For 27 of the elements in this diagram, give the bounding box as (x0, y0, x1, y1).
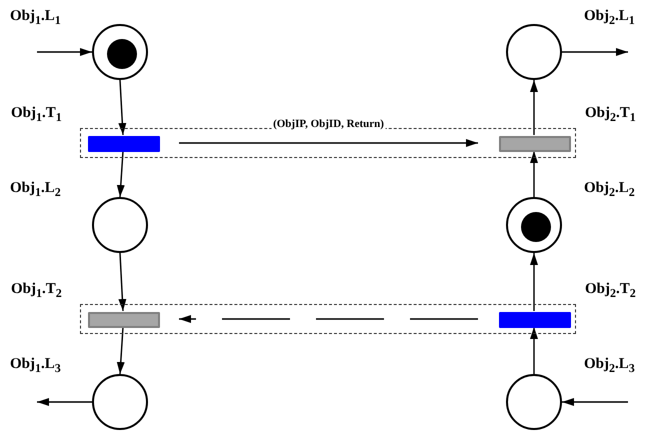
arrow (530, 80, 538, 135)
node-label: Obj$_{1}$.L$_{1}$ (10, 8, 61, 25)
node-label: Obj$_{2}$.L$_{2}$ (584, 180, 635, 197)
node-label: Obj$_{2}$.T$_{2}$ (585, 281, 636, 298)
arrow (37, 48, 92, 56)
arrow (118, 80, 126, 136)
arrow (562, 48, 628, 56)
token-dot (107, 39, 137, 69)
node-label: Obj$_{1}$.T$_{2}$ (11, 281, 62, 298)
arrow (116, 326, 125, 374)
arrow (116, 150, 125, 198)
arrow (37, 398, 92, 406)
node-label: Obj$_{2}$.T$_{1}$ (585, 105, 636, 122)
arrow (179, 139, 478, 147)
token-dot (521, 212, 551, 242)
arrow (118, 252, 126, 312)
arrow (530, 327, 538, 374)
arrow (562, 398, 628, 406)
arrow (530, 253, 538, 311)
node-label: Obj$_{2}$.L$_{1}$ (584, 8, 635, 25)
arrow (530, 151, 538, 197)
node-label: Obj$_{1}$.T$_{1}$ (11, 105, 62, 122)
node-label: Obj$_{1}$.L$_{2}$ (10, 180, 61, 197)
node-label: Obj$_{2}$.L$_{3}$ (584, 356, 635, 373)
node-label: Obj$_{1}$.L$_{3}$ (10, 356, 61, 373)
edge-label: (ObjIP, ObjID, Return) (271, 118, 386, 131)
dashed-arrow (179, 315, 478, 323)
